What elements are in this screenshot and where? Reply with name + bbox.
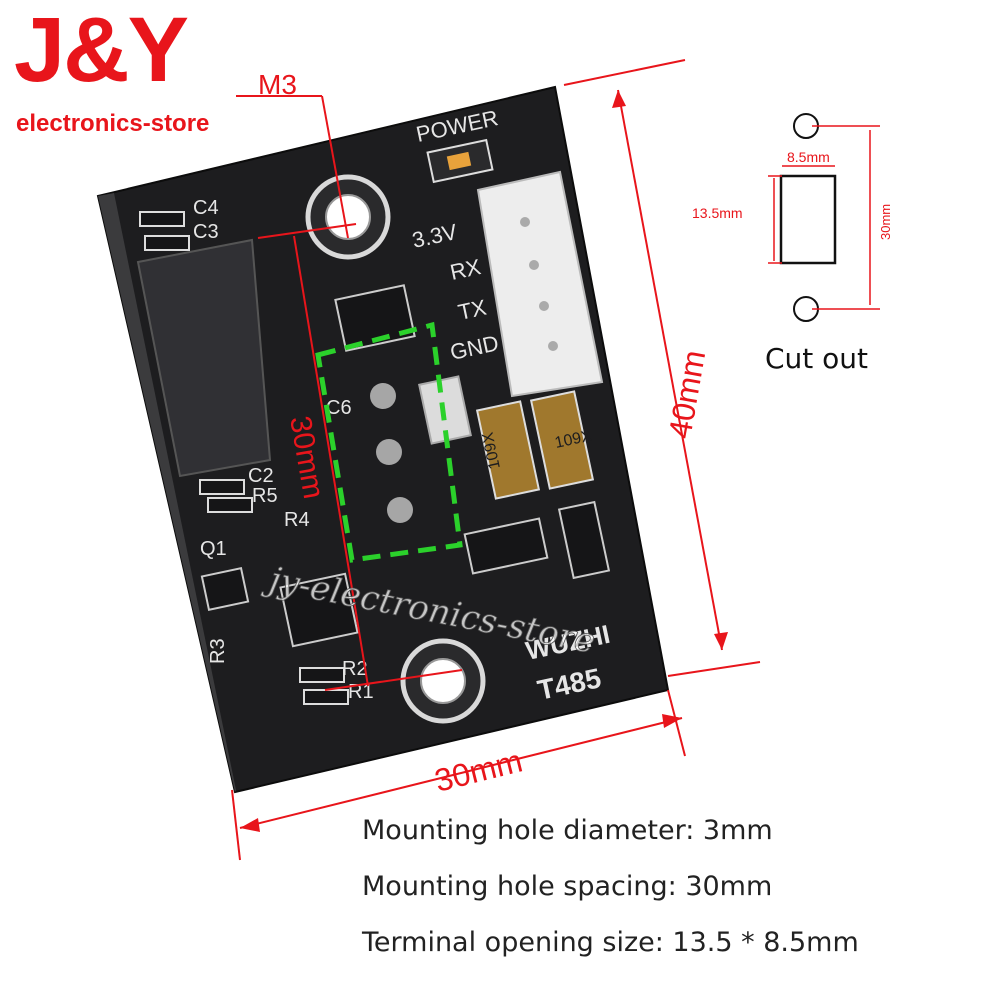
spec-line-1: Mounting hole diameter: 3mm <box>362 815 773 846</box>
cutout-diagram <box>779 113 837 322</box>
hole-label: M3 <box>258 69 297 100</box>
silk-r4: R4 <box>284 509 310 531</box>
silk-c2: C2 <box>248 465 274 487</box>
dimension-lines <box>231 59 761 861</box>
cutout-dimension-lines <box>768 125 880 310</box>
silkscreen: POWER 3.3V RX TX GND C4 C3 C2 R5 R4 Q1 R… <box>193 105 613 706</box>
spec-line-2: Mounting hole spacing: 30mm <box>362 871 773 902</box>
silk-tx: TX <box>456 295 489 325</box>
spec-line-3: Terminal opening size: 13.5 * 8.5mm <box>362 927 859 958</box>
brand-subtitle: electronics-store <box>16 110 210 137</box>
pcb-board <box>96 85 670 794</box>
terminal-area-highlight <box>315 321 463 563</box>
cutout-spacing-label: 30mm <box>878 204 893 240</box>
silk-r5: R5 <box>252 485 278 507</box>
cutout-title: Cut out <box>765 342 868 375</box>
width-label: 30mm <box>431 742 526 798</box>
cutout-width-label: 8.5mm <box>787 149 830 165</box>
silk-r2: R2 <box>342 658 368 680</box>
silk-r3: R3 <box>207 638 229 664</box>
cutout-height-label: 13.5mm <box>692 205 743 221</box>
silk-c3: C3 <box>193 221 219 243</box>
silk-q1: Q1 <box>200 538 227 560</box>
silk-c4: C4 <box>193 197 219 219</box>
brand-logo: J&Y <box>14 0 189 101</box>
terminal-connector <box>476 170 604 398</box>
silk-c6: C6 <box>326 397 352 419</box>
